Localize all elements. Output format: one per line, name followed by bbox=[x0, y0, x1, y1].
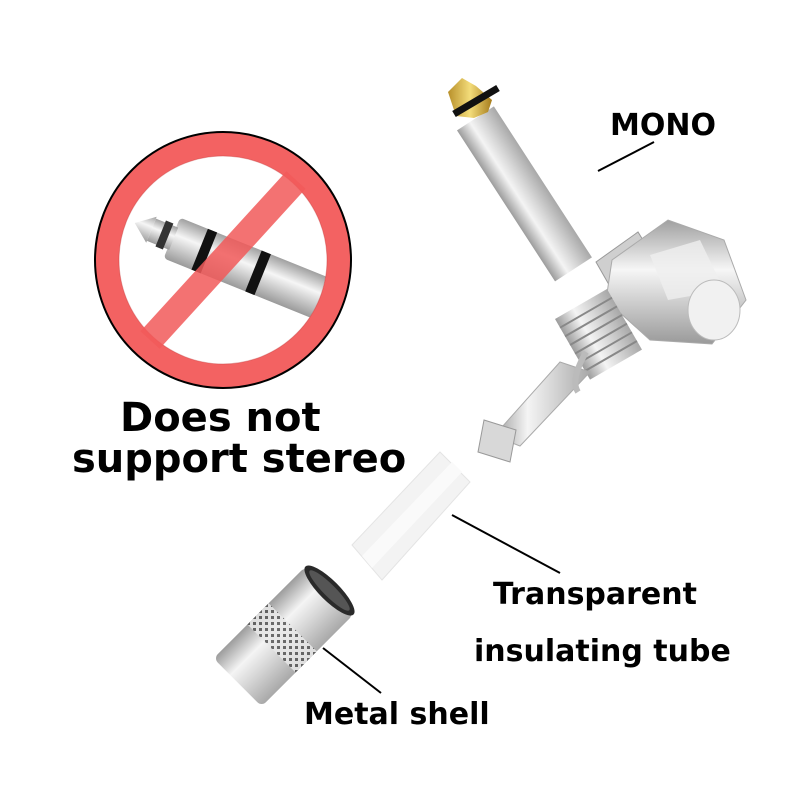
headline-line1: Does not bbox=[120, 395, 321, 441]
mono-plug-image bbox=[448, 78, 747, 463]
metal-shell-label: Metal shell bbox=[304, 697, 490, 732]
prohibited-icon bbox=[94, 131, 352, 389]
tube-callout-line bbox=[451, 514, 561, 574]
headline-line2: support stereo bbox=[72, 436, 407, 482]
shell-callout-line bbox=[322, 647, 382, 694]
tube-label-line2: insulating tube bbox=[474, 634, 731, 669]
insulating-tube-image bbox=[351, 451, 471, 581]
metal-shell-image bbox=[216, 565, 355, 704]
mono-callout-line bbox=[597, 141, 655, 172]
mono-label: MONO bbox=[610, 108, 716, 143]
tube-label-line1: Transparent bbox=[493, 577, 697, 612]
